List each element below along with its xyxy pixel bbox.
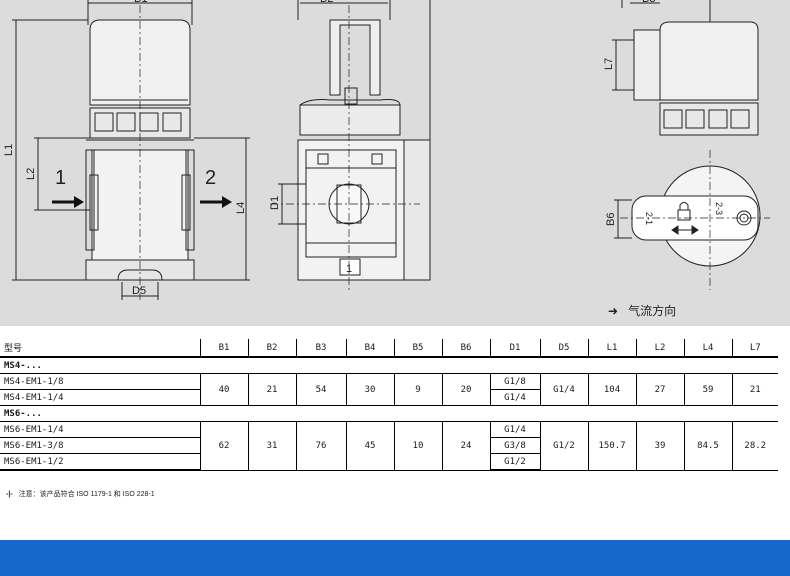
port-in-label: 1	[55, 167, 66, 189]
dim-l2: L2	[25, 168, 37, 180]
dim-b1: B1	[134, 0, 147, 5]
note-text: 注意：该产品符合 ISO 1179-1 和 ISO 228-1	[18, 491, 155, 498]
cell-b3: 76	[295, 421, 346, 471]
dim-l7: L7	[603, 58, 615, 70]
dim-d1: D1	[269, 196, 281, 210]
header-b4: B4	[345, 339, 394, 358]
side-view	[270, 0, 431, 290]
table-row: MS6-EM1-1/4 62 31 76 45 10 24 G1/4 G1/2 …	[0, 421, 778, 471]
cell-d1: G1/2	[489, 453, 540, 471]
table-row: MS6-EM1-3/8 G3/8	[0, 437, 778, 454]
model-cell: MS6-EM1-1/4	[0, 421, 200, 438]
dim-d5: D5	[132, 285, 146, 297]
cell-d1: G1/4	[489, 389, 540, 406]
port-box-label: 1	[346, 263, 352, 275]
model-cell: MS6-EM1-3/8	[0, 437, 200, 454]
cell-b3: 54	[295, 373, 346, 406]
cell-d5: G1/2	[539, 421, 588, 471]
dim-b6: B6	[605, 213, 617, 226]
flow-legend-text: 气流方向	[628, 304, 677, 318]
cell-d1: G1/4	[489, 421, 540, 438]
header-d5: D5	[539, 339, 588, 358]
group-label: MS6-...	[0, 405, 778, 422]
group-row-ms4: MS4-...	[0, 357, 778, 374]
footer-band	[0, 540, 790, 576]
front-view	[12, 0, 250, 300]
model-cell: MS6-EM1-1/2	[0, 453, 200, 471]
cell-b2: 31	[247, 421, 296, 471]
cell-l1: 150.7	[587, 421, 636, 471]
header-b3: B3	[295, 339, 346, 358]
table-header-row: 型号 B1 B2 B3 B4 B5 B6 D1 D5 L1 L2 L4 L7	[0, 339, 778, 358]
flow-direction-legend: ➜ 气流方向	[608, 302, 676, 319]
cell-l4: 84.5	[683, 421, 732, 471]
header-l1: L1	[587, 339, 636, 358]
dial-right-label: 2-3	[714, 202, 724, 215]
dim-l4: L4	[235, 202, 247, 214]
cell-b2: 21	[247, 373, 296, 406]
table-row: MS6-EM1-1/2 G1/2	[0, 453, 778, 471]
cell-l7: 21	[731, 373, 778, 406]
header-b1: B1	[199, 339, 248, 358]
header-l2: L2	[635, 339, 684, 358]
dim-b2: B2	[320, 0, 333, 5]
port-out-label: 2	[205, 167, 216, 189]
header-l7: L7	[731, 339, 778, 358]
spec-table: 型号 B1 B2 B3 B4 B5 B6 D1 D5 L1 L2 L4 L7 M…	[0, 339, 778, 471]
cell-b6: 20	[441, 373, 490, 406]
compliance-note: -|- 注意：该产品符合 ISO 1179-1 和 ISO 228-1	[6, 489, 155, 499]
dim-b3: B3	[642, 0, 655, 5]
cell-b4: 45	[345, 421, 394, 471]
cell-l2: 27	[635, 373, 684, 406]
group-row-ms6: MS6-...	[0, 405, 778, 422]
header-b5: B5	[393, 339, 442, 358]
cell-b4: 30	[345, 373, 394, 406]
technical-drawing: B1 B2 B3 L1 L2 L4 D1 D5 L7 B6 1 2 1 2-1 …	[0, 0, 790, 326]
table-row: MS4-EM1-1/8 40 21 54 30 9 20 G1/8 G1/4 1…	[0, 373, 778, 406]
header-model: 型号	[0, 339, 200, 358]
table-row: MS4-EM1-1/4 G1/4	[0, 389, 778, 406]
cell-d1: G3/8	[489, 437, 540, 454]
info-icon: -|-	[6, 491, 13, 498]
cell-b1: 62	[199, 421, 248, 471]
model-cell: MS4-EM1-1/8	[0, 373, 200, 390]
cell-l1: 104	[587, 373, 636, 406]
dim-l1: L1	[3, 144, 15, 156]
model-cell: MS4-EM1-1/4	[0, 389, 200, 406]
cell-d5: G1/4	[539, 373, 588, 406]
cell-b1: 40	[199, 373, 248, 406]
header-b6: B6	[441, 339, 490, 358]
dial-view	[614, 150, 770, 290]
rear-view	[612, 0, 759, 136]
header-b2: B2	[247, 339, 296, 358]
header-l4: L4	[683, 339, 732, 358]
cell-b5: 10	[393, 421, 442, 471]
cell-l4: 59	[683, 373, 732, 406]
dial-left-label: 2-1	[644, 212, 654, 225]
cell-l2: 39	[635, 421, 684, 471]
cell-d1: G1/8	[489, 373, 540, 390]
cell-b5: 9	[393, 373, 442, 406]
cell-b6: 24	[441, 421, 490, 471]
arrow-right-icon: ➜	[608, 304, 619, 318]
cell-l7: 28.2	[731, 421, 778, 471]
group-label: MS4-...	[0, 357, 778, 374]
header-d1: D1	[489, 339, 540, 358]
drawing-svg: B1 B2 B3 L1 L2 L4 D1 D5 L7 B6 1 2 1 2-1 …	[3, 0, 770, 300]
